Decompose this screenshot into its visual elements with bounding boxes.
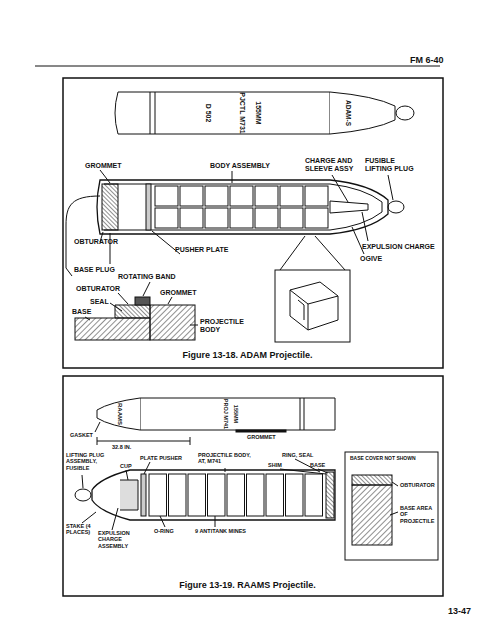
part-label: 9 ANTITANK MINES <box>195 528 246 534</box>
part-label: PLATE PUSHER <box>140 455 182 461</box>
part-label: BASE PLUG <box>74 266 115 274</box>
leader-line <box>82 459 328 530</box>
mine <box>305 208 328 228</box>
figure-caption: Figure 13-18. ADAM Projectile. <box>0 350 495 360</box>
dimension: 32.8 IN. <box>112 444 131 450</box>
mine <box>188 474 206 516</box>
part-label: GROMMET <box>247 434 276 440</box>
part-label: BODY ASSEMBLY <box>210 162 270 170</box>
figure-frame <box>63 376 443 596</box>
mine <box>155 186 178 206</box>
mine <box>247 474 265 516</box>
page-number: 13-47 <box>448 606 471 616</box>
part-label: STAKE (4 PLACES) <box>66 523 102 536</box>
mine <box>180 208 203 228</box>
mine <box>149 474 167 516</box>
part-label: PUSHER PLATE <box>175 246 229 254</box>
mine <box>280 186 303 206</box>
marking: PROJ M741 <box>223 399 229 429</box>
part-label: OBTURATOR <box>74 238 118 246</box>
part-label: OBTURATOR <box>76 285 120 293</box>
projectile-section <box>97 180 404 234</box>
part-label: PROJECTILE BODY <box>200 318 250 334</box>
mine <box>305 474 323 516</box>
projectile-section <box>75 470 335 520</box>
mine <box>180 186 203 206</box>
mine <box>169 474 187 516</box>
part-label: EXPULSION CHARGE ASSEMBLY <box>98 530 148 549</box>
mine <box>286 474 304 516</box>
mine <box>255 208 278 228</box>
marking: RAAMS <box>117 403 124 425</box>
mine <box>280 208 303 228</box>
part-label: GASKET <box>70 432 93 438</box>
part-label: CHARGE AND SLEEVE ASSY <box>305 157 360 173</box>
mine <box>155 208 178 228</box>
projectile-exterior <box>95 398 335 445</box>
leader-line <box>66 170 393 276</box>
part-label: SHIM <box>268 462 282 468</box>
part-label: PROJECTILE BODY, AT, M741 <box>198 452 258 465</box>
part-label: CUP <box>120 463 132 469</box>
mine <box>227 474 245 516</box>
part-label: SEAL <box>90 298 109 306</box>
projectile-exterior <box>115 92 414 134</box>
part-label: BASE AREA OF PROJECTILE <box>400 505 436 524</box>
part-label: EXPULSION CHARGE <box>362 243 435 251</box>
header-rule <box>35 66 440 67</box>
mine <box>266 474 284 516</box>
marking: PJCTL M731 <box>238 92 246 134</box>
mine <box>305 186 328 206</box>
mine <box>208 474 226 516</box>
cup-detail <box>275 270 350 342</box>
part-label: FUSIBLE LIFTING PLUG <box>365 157 420 173</box>
mine <box>230 186 253 206</box>
marking: ADAM-S <box>344 100 351 126</box>
band-detail <box>75 282 198 340</box>
part-label: ROTATING BAND <box>118 273 176 281</box>
marking: 155MM <box>233 405 239 423</box>
part-label: OGIVE <box>360 255 382 263</box>
part-label: O-RING <box>154 528 174 534</box>
part-label: BASE <box>310 462 325 468</box>
part-label: OBTURATOR <box>400 482 435 488</box>
base-detail <box>345 452 438 560</box>
part-label: GROMMET <box>160 289 197 297</box>
page-header: FM 6-40 <box>410 55 444 65</box>
mine <box>230 208 253 228</box>
mine <box>205 186 228 206</box>
marking: 155MM <box>254 101 262 124</box>
part-label: BASE <box>72 308 91 316</box>
note: BASE COVER NOT SHOWN <box>350 456 416 462</box>
figure-caption: Figure 13-19. RAAMS Projectile. <box>0 580 495 590</box>
mine <box>205 208 228 228</box>
marking: D 502 <box>204 104 212 123</box>
part-label: GROMMET <box>85 162 122 170</box>
part-label: RING, SEAL <box>282 452 313 458</box>
mine <box>255 186 278 206</box>
part-label: LIFTING PLUG ASSEMBLY, FUSIBLE <box>66 452 116 471</box>
figure-frame <box>63 78 443 368</box>
